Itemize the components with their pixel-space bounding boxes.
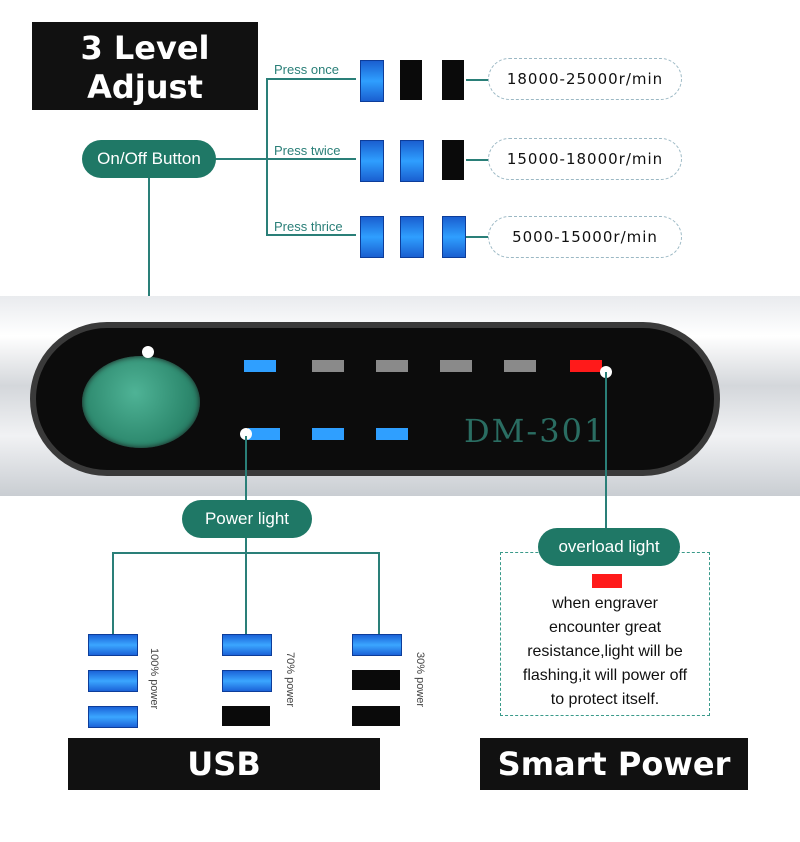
speed3-led1: [360, 216, 384, 258]
panel-speed-led-1: [244, 360, 276, 372]
power100-led2: [88, 670, 138, 692]
speed1-led3: [442, 60, 464, 100]
power70-led1: [222, 634, 272, 656]
press-once-label: Press once: [274, 62, 340, 77]
power-button[interactable]: [82, 356, 200, 448]
overload-desc-line2: encounter great: [548, 619, 662, 636]
speed2-led3: [442, 140, 464, 180]
power-bracket-mid: [245, 552, 247, 634]
speed-range-2: 15000-18000r/min: [488, 138, 682, 180]
onoff-pointer-line: [148, 178, 150, 350]
overload-desc-line5: to protect itself.: [550, 691, 660, 708]
speed2-led2: [400, 140, 424, 182]
speed-bracket-vertical: [266, 78, 268, 236]
power-pointer-line: [245, 436, 247, 504]
bracket-branch-3: [266, 234, 356, 236]
press-thrice-label: Press thrice: [274, 219, 343, 234]
speed1-led1: [360, 60, 384, 102]
power30-led2: [352, 670, 400, 690]
panel-power-led-1: [248, 428, 280, 440]
panel-speed-led-3: [376, 360, 408, 372]
control-panel: DM-301: [30, 322, 720, 476]
model-label: DM-301: [464, 412, 607, 450]
power70-led3: [222, 706, 270, 726]
power30-led3: [352, 706, 400, 726]
power30-label: 30% power: [414, 652, 426, 708]
power100-led1: [88, 634, 138, 656]
panel-speed-led-5: [504, 360, 536, 372]
press-twice-label: Press twice: [274, 143, 341, 158]
power-bracket-right: [378, 552, 380, 634]
power100-label: 100% power: [148, 648, 160, 710]
panel-power-led-3: [376, 428, 408, 440]
onoff-button-label: On/Off Button: [82, 140, 216, 178]
overload-desc-line4: flashing,it will power off: [522, 667, 688, 684]
smart-power-off-title: Smart Power Off: [480, 738, 748, 835]
speed2-led1: [360, 140, 384, 182]
bracket-branch-2: [266, 158, 356, 160]
overload-desc-line1: when engraver: [552, 595, 658, 612]
speed1-led2: [400, 60, 422, 100]
usb-rechargeable-title: USB Rechargeable: [68, 738, 380, 835]
power-bracket-left: [112, 552, 114, 634]
power-pointer-dot: [240, 428, 252, 440]
range3-connector: [466, 236, 488, 238]
power-bracket-stem: [245, 538, 247, 554]
onoff-pointer-dot: [142, 346, 154, 358]
overload-desc-line3: resistance,light will be: [527, 643, 683, 660]
range2-connector: [466, 159, 488, 161]
speed-title: 3 Level Adjust Speed: [32, 22, 258, 144]
power70-label: 70% power: [284, 652, 296, 708]
power30-led1: [352, 634, 402, 656]
speed-title-line2: Adjust Speed: [87, 68, 203, 144]
overload-pointer-line: [605, 372, 607, 530]
panel-speed-led-2: [312, 360, 344, 372]
speed3-led3: [442, 216, 466, 258]
bracket-branch-1: [266, 78, 356, 80]
panel-power-led-2: [312, 428, 344, 440]
range1-connector: [466, 79, 488, 81]
overload-led: [570, 360, 602, 372]
power-light-label: Power light: [182, 500, 312, 538]
panel-speed-led-4: [440, 360, 472, 372]
overload-light-label: overload light: [538, 528, 680, 566]
speed-title-line1: 3 Level: [80, 29, 210, 67]
overload-red-indicator: [592, 574, 622, 588]
speed3-led2: [400, 216, 424, 258]
overload-description: when engraver encounter great resistance…: [500, 592, 710, 712]
onoff-connector: [210, 158, 268, 160]
power100-led3: [88, 706, 138, 728]
speed-range-1: 18000-25000r/min: [488, 58, 682, 100]
speed-range-3: 5000-15000r/min: [488, 216, 682, 258]
power70-led2: [222, 670, 272, 692]
